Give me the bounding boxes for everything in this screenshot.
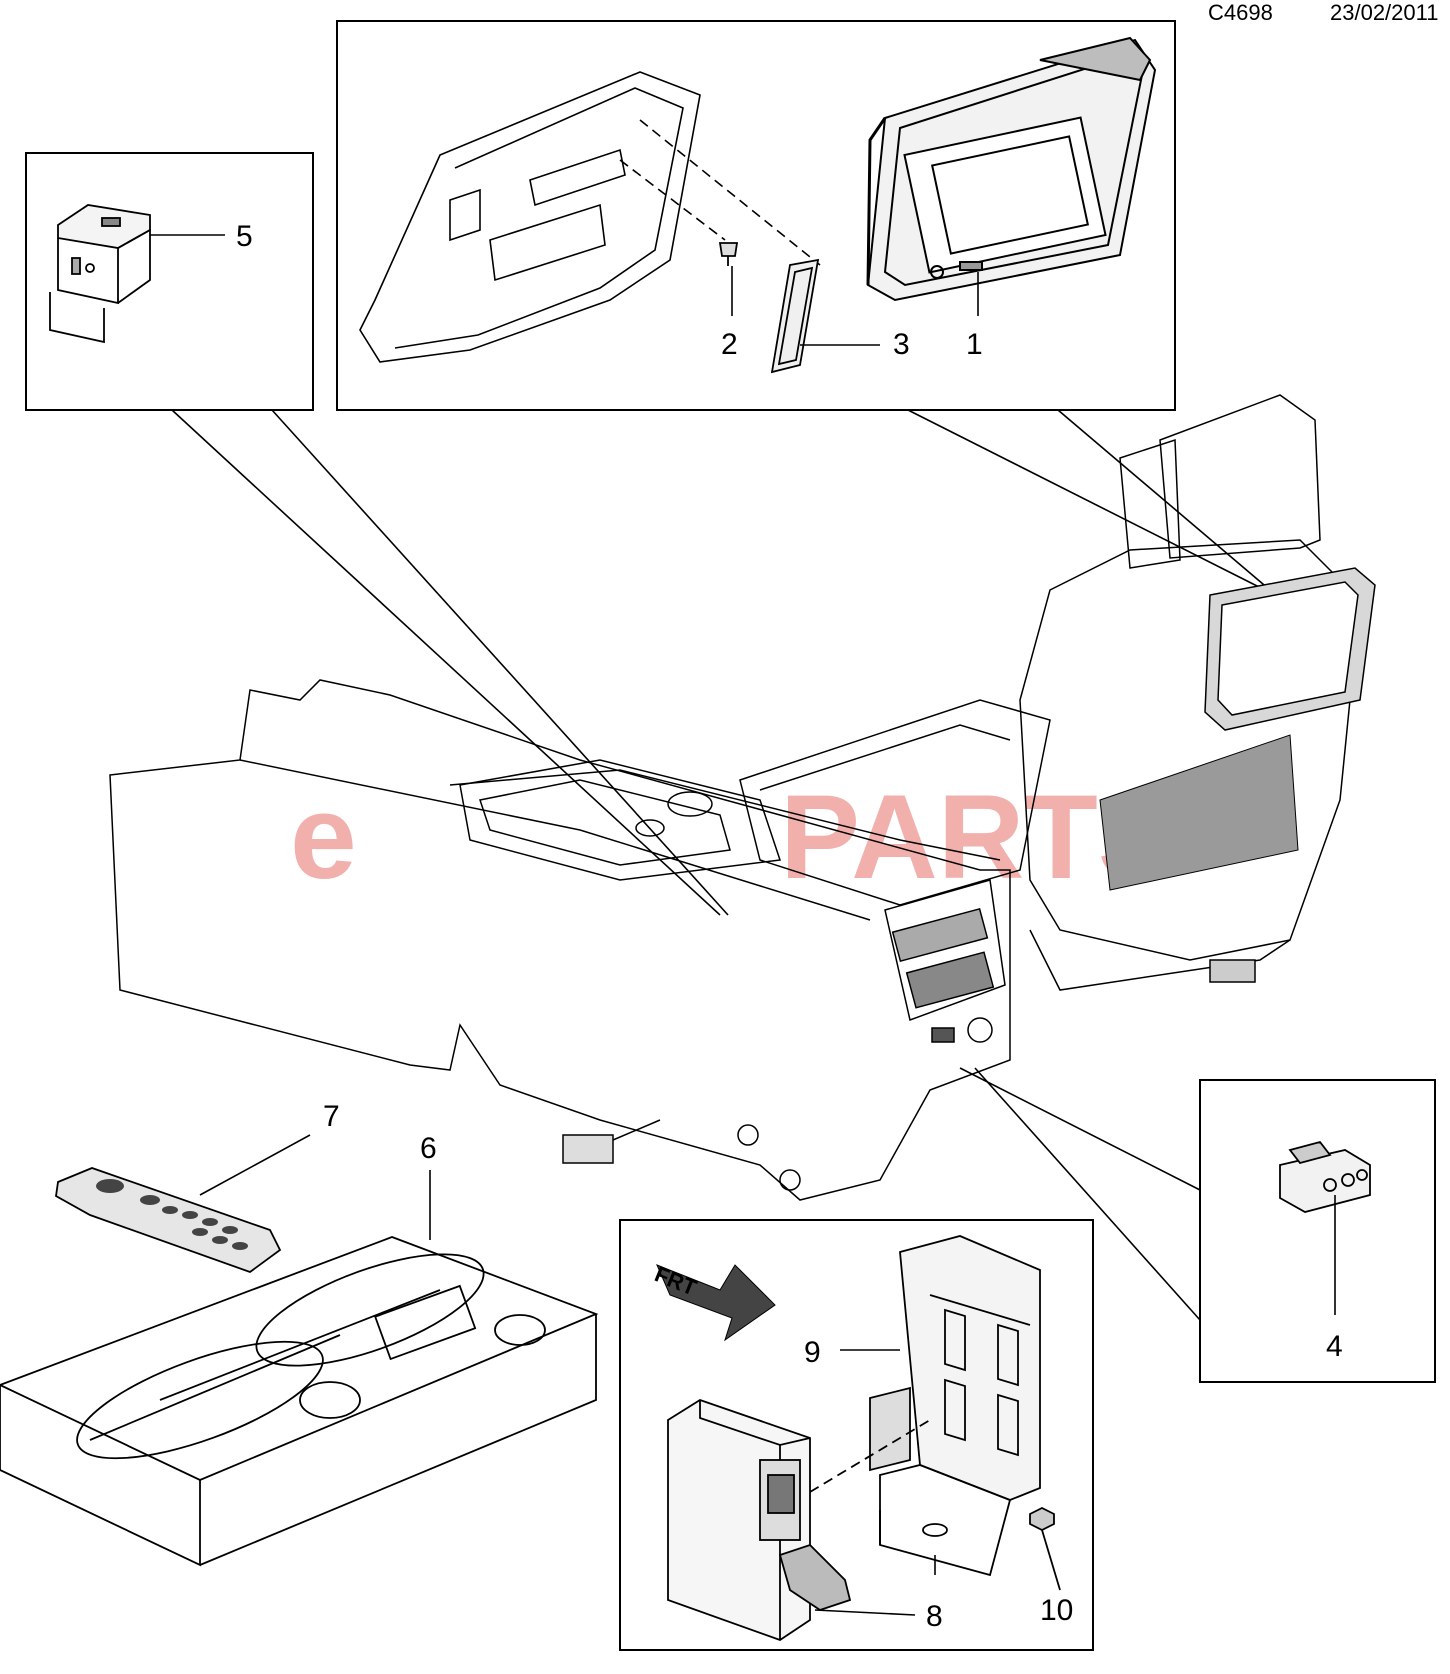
box-leaders	[171, 409, 1271, 1321]
watermark: e PARTS	[290, 770, 1178, 904]
callout-7: 7	[323, 1100, 340, 1133]
headphones-kit-part[interactable]	[0, 1231, 599, 1567]
front-direction-marker: FRT	[651, 1261, 776, 1342]
callout-4: 4	[1326, 1330, 1343, 1363]
callout-numbers: 1 2 3 4 5 6 7 8 9 10	[236, 220, 1343, 1633]
callout-leaders	[150, 234, 1336, 1616]
callout-6: 6	[420, 1132, 437, 1165]
detail-box-module	[619, 1219, 1094, 1651]
callout-9: 9	[804, 1336, 821, 1369]
nut-part[interactable]	[1029, 1506, 1061, 1591]
screen-bracket-part	[359, 71, 821, 363]
cover-part[interactable]	[770, 258, 820, 374]
callout-5: 5	[236, 220, 253, 253]
detail-box-switch	[1199, 1079, 1436, 1383]
rear-switch-part[interactable]	[1279, 1140, 1371, 1213]
callout-10: 10	[1040, 1594, 1073, 1627]
screw-part[interactable]	[718, 242, 739, 266]
callout-8: 8	[926, 1600, 943, 1633]
drawing-code: C4698	[1208, 0, 1273, 25]
detail-box-screen	[336, 20, 1176, 411]
watermark-prefix: e	[290, 770, 357, 904]
callout-2: 2	[721, 328, 738, 361]
control-module-part[interactable]	[667, 1399, 931, 1641]
detail-box-usb	[25, 152, 314, 411]
usb-socket-part[interactable]	[49, 204, 151, 344]
rear-screen-part[interactable]	[866, 36, 1157, 302]
remote-control-part[interactable]	[55, 1167, 282, 1274]
console-assembly	[109, 394, 1376, 1201]
module-bracket-part[interactable]	[869, 1235, 1041, 1577]
drawing-date: 23/02/2011	[1330, 0, 1439, 25]
callout-1: 1	[966, 328, 983, 361]
callout-3: 3	[893, 328, 910, 361]
